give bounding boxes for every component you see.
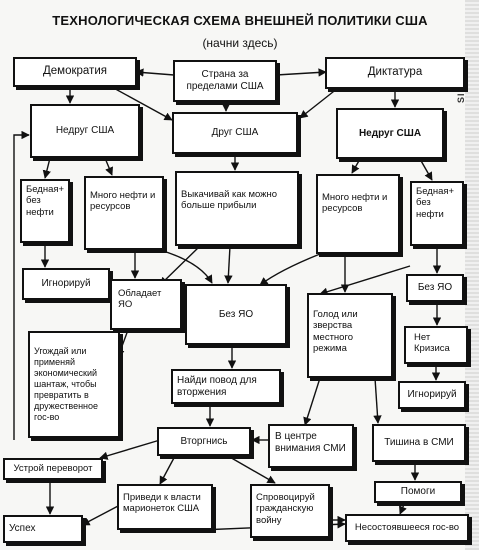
node-friend[interactable]: Друг США [172, 112, 298, 154]
node-ignore-right[interactable]: Игнорируй [398, 381, 466, 409]
node-poor-left[interactable]: Бедная+ без нефти [20, 179, 70, 243]
arrow-poor-right-to-hunger [319, 265, 411, 296]
arrow-invade-to-puppets [159, 455, 176, 485]
node-has-wmd[interactable]: Обладает ЯО [110, 279, 182, 330]
node-success[interactable]: Успех [3, 515, 83, 543]
node-dictatorship[interactable]: Диктатура [325, 57, 465, 89]
node-no-wmd-right[interactable]: Без ЯО [406, 274, 464, 302]
node-find-reason[interactable]: Найди повод для вторжения [171, 369, 281, 404]
node-media-focus[interactable]: В центре внимания СМИ [268, 424, 354, 468]
arrow-help-to-failed [399, 501, 407, 515]
node-provoke-civil-war[interactable]: Спровоцируй гражданскую войну [250, 484, 330, 538]
arrow-enemy-left-to-poor [42, 157, 51, 179]
node-no-crisis[interactable]: Нет Кризиса [404, 326, 468, 364]
node-hunger[interactable]: Голод или зверства местного режима [307, 293, 393, 378]
arrow-start-to-democracy [135, 68, 175, 77]
node-coup[interactable]: Устрой переворот [3, 458, 103, 480]
arrow-invade-to-coup [99, 439, 161, 460]
arrow-start-to-dictatorship [275, 68, 327, 77]
node-threaten[interactable]: Угождай или применяй экономический шанта… [28, 331, 120, 438]
node-poor-right[interactable]: Бедная+ без нефти [410, 181, 464, 246]
node-media-silence[interactable]: Тишина в СМИ [372, 424, 466, 462]
node-invade[interactable]: Вторгнись [157, 427, 251, 456]
node-democracy[interactable]: Демократия [13, 57, 137, 87]
arrow-enemy-right-to-rich [351, 158, 361, 174]
arrow-enemy-right-to-poor [419, 158, 433, 181]
arrow-dictatorship-to-friend [299, 87, 339, 119]
node-help[interactable]: Помоги [374, 481, 462, 503]
arrow-puppets-to-success [81, 504, 121, 526]
diagram-subtitle: (начни здесь) [202, 36, 278, 50]
node-enemy-left[interactable]: Недруг США [30, 104, 140, 158]
node-no-wmd-mid[interactable]: Без ЯО [185, 284, 287, 345]
arrow-squeeze-to-no-wmd [224, 245, 233, 284]
paper-edge-texture [465, 0, 479, 550]
arrow-enemy-left-to-rich [104, 157, 114, 176]
node-ignore-left[interactable]: Игнорируй [22, 268, 110, 300]
node-install-puppets[interactable]: Приведи к власти марионеток США [117, 484, 213, 530]
node-squeeze-profit[interactable]: Выкачивай как можно больше прибыли [175, 171, 299, 246]
arrow-hunger-to-silence [373, 377, 382, 424]
node-rich-right[interactable]: Много нефти и ресурсов [316, 174, 400, 254]
arrow-hunger-to-media [303, 377, 321, 426]
arrow-rich-right-to-no-wmd [259, 253, 321, 286]
node-rich-left[interactable]: Много нефти и ресурсов [84, 176, 164, 250]
node-enemy-right[interactable]: Недруг США [336, 108, 444, 159]
diagram-title: ТЕХНОЛОГИЧЕСКАЯ СХЕМА ВНЕШНЕЙ ПОЛИТИКИ С… [52, 13, 428, 28]
node-failed-state[interactable]: Несостоявшееся гос-во [345, 514, 469, 542]
node-foreign-country[interactable]: Страна за пределами США [173, 60, 277, 102]
